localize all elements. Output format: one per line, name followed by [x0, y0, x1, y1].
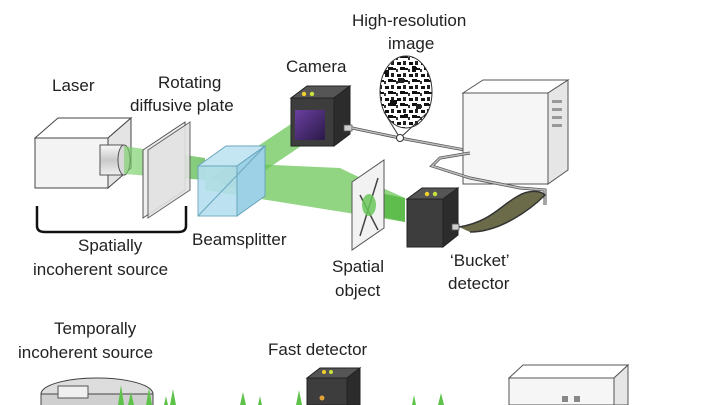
fast-detector [305, 366, 362, 405]
bucket-detector-label-line1: ‘Bucket’ [450, 251, 510, 270]
camera-cable [343, 124, 471, 155]
spatial-source-label-line1: Spatially [78, 236, 143, 255]
detector-cable [429, 151, 547, 205]
bucket-detector [405, 187, 460, 249]
spatial-source-label-line2: incoherent source [33, 260, 169, 279]
temporal-source-label-line1: Temporally [54, 319, 137, 338]
cable-tap-icon [396, 134, 404, 142]
laser-label: Laser [52, 76, 95, 95]
rotating-diffusive-plate [142, 121, 191, 219]
temporal-source-drum [40, 377, 154, 405]
rotating-plate-label-line1: Rotating [158, 73, 222, 92]
high-resolution-label-line1: High-resolution [352, 11, 467, 30]
fast-detector-indicator-icon [322, 370, 326, 374]
temporal-source-label-line2: incoherent source [18, 343, 154, 362]
bucket-indicator-icon [424, 191, 430, 197]
spatial-object-label-line2: object [335, 281, 381, 300]
source-bracket [35, 206, 188, 234]
high-resolution-image [379, 55, 433, 142]
rotating-plate-label-line2: diffusive plate [130, 96, 234, 115]
oscilloscope [507, 363, 630, 405]
computer [461, 79, 570, 185]
bucket-cable-loop [458, 190, 547, 233]
high-resolution-label-line2: image [388, 34, 435, 53]
spatial-object-label-line1: Spatial [332, 257, 384, 276]
camera-indicator-icon [301, 91, 307, 97]
temporal-spikes [118, 385, 444, 405]
spatial-object [351, 159, 385, 251]
beamsplitter-cube [196, 145, 267, 217]
bucket-detector-label-line2: detector [448, 274, 510, 293]
camera [289, 85, 352, 147]
beamsplitter-label: Beamsplitter [192, 230, 287, 249]
fast-detector-label: Fast detector [268, 340, 368, 359]
camera-label: Camera [286, 57, 347, 76]
